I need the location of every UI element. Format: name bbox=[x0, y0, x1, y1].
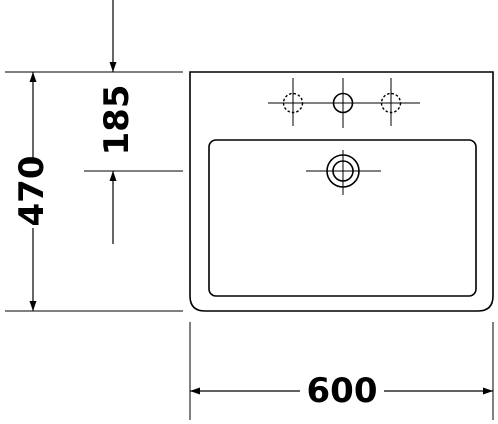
width-dimension-label: 600 bbox=[307, 371, 378, 411]
left-tap-hole-icon bbox=[282, 78, 304, 126]
offset-dimension-label: 185 bbox=[97, 85, 137, 156]
height-dimension-label: 470 bbox=[12, 156, 52, 227]
basin-bowl-outline bbox=[208, 139, 477, 297]
right-tap-hole-icon bbox=[380, 78, 402, 126]
basin-outer-outline bbox=[189, 71, 494, 312]
drain-outlet-icon bbox=[306, 150, 381, 195]
center-tap-hole-icon bbox=[332, 78, 354, 128]
